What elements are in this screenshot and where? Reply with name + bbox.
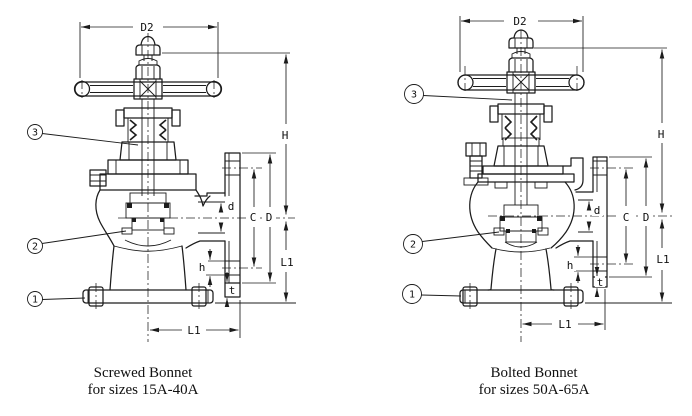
right-caption-line2: for sizes 50A-65A — [478, 382, 590, 398]
dim-label-l1-side-right: L1 — [656, 253, 669, 266]
left-valve-body — [95, 189, 211, 291]
balloon-1-left: 1 — [27, 291, 86, 307]
left-base-flange — [82, 286, 296, 307]
right-disc-assembly — [493, 204, 549, 248]
left-caption-line1: Screwed Bonnet — [93, 365, 193, 381]
dim-label-d2-left: D2 — [140, 21, 153, 34]
right-caption-line1: Bolted Bonnet — [490, 365, 578, 381]
left-outlet-flange — [185, 152, 241, 298]
right-cap-nut — [508, 29, 534, 49]
balloon-3-right: 3 — [404, 84, 513, 104]
dim-label-d-small-left: d — [228, 200, 235, 213]
dim-label-h-small-right: h — [567, 259, 574, 272]
left-cap-nut — [135, 35, 161, 56]
left-balloons: 3 2 1 — [27, 124, 139, 307]
left-stem-and-gland — [89, 99, 197, 196]
dim-label-d-large-right: D — [643, 211, 650, 224]
dim-label-h-overall-right: H — [658, 128, 665, 141]
right-dimensions — [459, 16, 667, 330]
left-centerlines — [81, 33, 295, 342]
balloon-2-label-left: 2 — [32, 242, 38, 253]
balloon-2-left: 2 — [27, 230, 127, 254]
right-valve-caption: Bolted Bonnet for sizes 50A-65A — [424, 365, 644, 399]
dim-label-h-small-left: h — [199, 261, 206, 274]
dim-label-h-overall-left: H — [282, 129, 289, 142]
right-bonnet-bolt — [463, 142, 489, 186]
balloon-1-label-right: 1 — [409, 290, 415, 301]
balloon-3-left: 3 — [27, 124, 139, 146]
dim-label-l1-bottom-right: L1 — [558, 318, 571, 331]
left-handwheel — [73, 35, 223, 100]
dim-label-d2-right: D2 — [513, 15, 526, 28]
dim-label-d-large-left: D — [266, 211, 273, 224]
right-handwheel — [457, 29, 585, 94]
left-disc-assembly — [121, 192, 175, 235]
right-base-flange — [459, 286, 672, 307]
dim-label-l1-side-left: L1 — [280, 256, 293, 269]
dim-label-d-small-right: d — [594, 204, 601, 217]
right-dimension-labels: D2 H C D d h t L1 L1 — [513, 15, 673, 331]
right-balloons: 3 2 1 — [402, 84, 513, 304]
right-valve-body — [469, 181, 575, 291]
dim-label-c-left: C — [250, 211, 257, 224]
right-outlet-flange — [555, 156, 608, 288]
right-valve-bolted-bonnet: D2 H C D d h t L1 L1 3 — [402, 15, 673, 342]
left-valve-screwed-bonnet: D2 H C D d h t L1 L1 3 — [27, 21, 297, 342]
right-stem-and-gland — [463, 93, 584, 205]
dim-label-l1-bottom-left: L1 — [187, 324, 200, 337]
left-dimension-labels: D2 H C D d h t L1 L1 — [140, 21, 297, 337]
left-bonnet-side-nut — [89, 169, 107, 187]
balloon-3-label-right: 3 — [411, 90, 417, 101]
left-dimensions — [79, 22, 290, 338]
balloon-3-label-left: 3 — [32, 128, 38, 139]
left-caption-line2: for sizes 15A-40A — [87, 382, 199, 398]
dim-label-t-right: t — [597, 276, 604, 289]
balloon-1-label-left: 1 — [32, 295, 38, 306]
left-valve-caption: Screwed Bonnet for sizes 15A-40A — [33, 365, 253, 399]
balloon-2-label-right: 2 — [410, 240, 416, 251]
balloon-2-right: 2 — [403, 231, 500, 254]
dim-label-t-left: t — [229, 284, 236, 297]
balloon-1-right: 1 — [402, 284, 462, 304]
dim-label-c-right: C — [623, 211, 630, 224]
